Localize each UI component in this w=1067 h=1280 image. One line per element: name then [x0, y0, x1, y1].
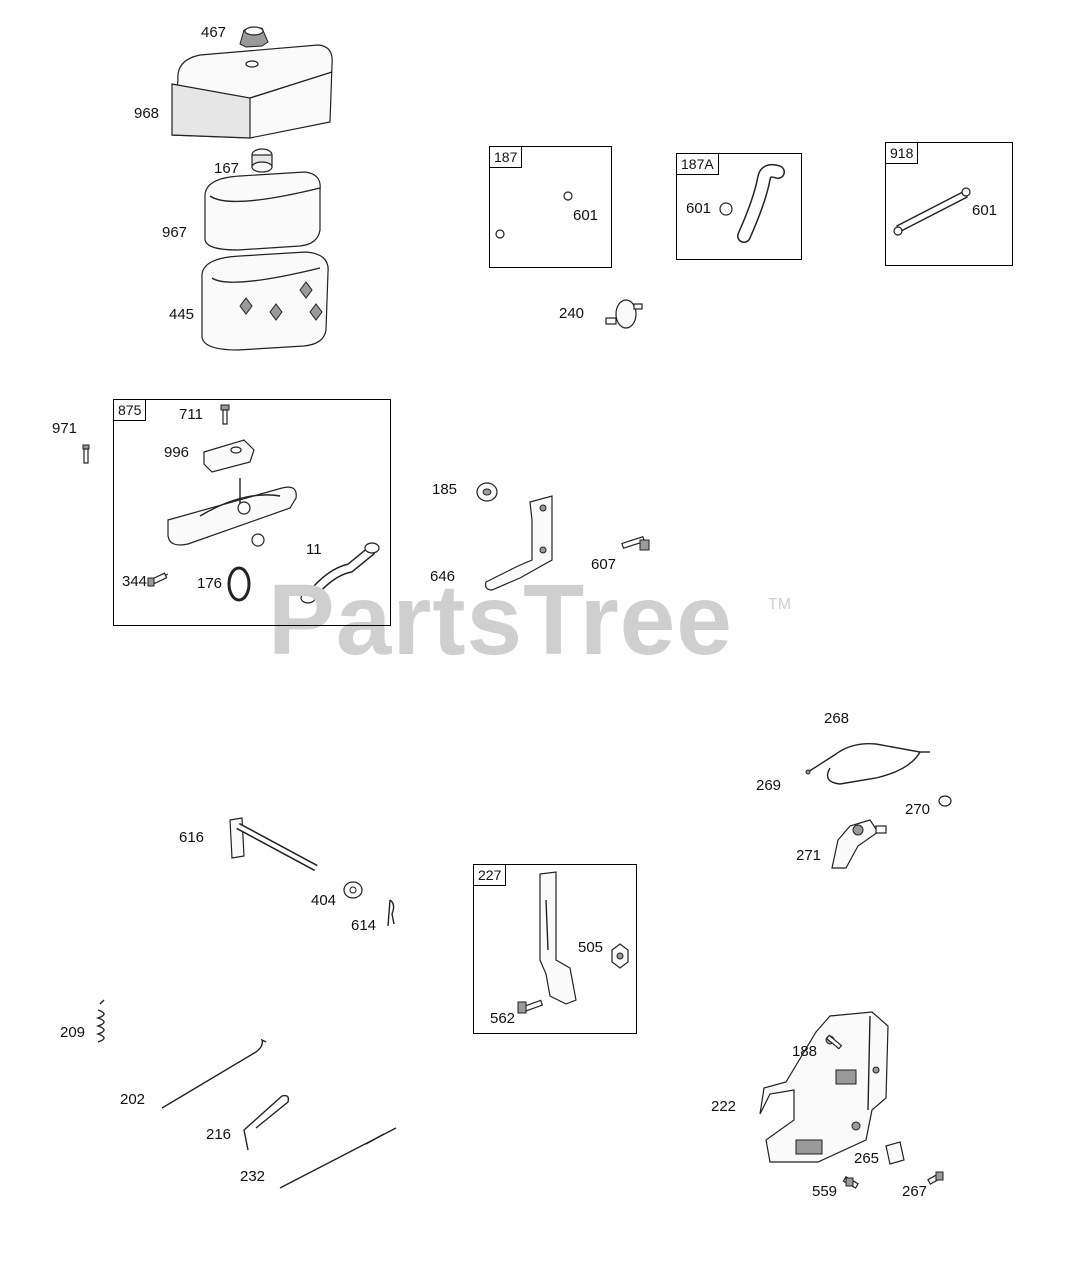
- part-271-clamp: [831, 819, 887, 869]
- part-607-screw: [621, 535, 650, 551]
- kit-box-187a: 187A: [676, 153, 802, 260]
- callout-996[interactable]: 996: [164, 444, 190, 461]
- callout-11[interactable]: 11: [306, 541, 322, 558]
- part-240-fuel-filter: [605, 299, 643, 329]
- callout-601[interactable]: 601: [972, 202, 998, 219]
- part-209-spring: [95, 999, 105, 1043]
- part-404-washer: [343, 881, 363, 899]
- callout-209[interactable]: 209: [60, 1024, 86, 1041]
- callout-601[interactable]: 601: [686, 200, 712, 217]
- callout-968[interactable]: 968: [134, 105, 160, 122]
- part-646-bracket: [485, 495, 553, 591]
- kit-box-tag: 875: [113, 399, 147, 421]
- callout-607[interactable]: 607: [591, 556, 617, 573]
- part-971-screw: [82, 444, 90, 464]
- kit-box-tag: 227: [473, 864, 507, 886]
- part-996-cap: [203, 439, 255, 473]
- part-265-clip: [885, 1141, 905, 1165]
- part-467-knob: [239, 26, 269, 48]
- callout-270[interactable]: 270: [905, 801, 931, 818]
- part-202-link: [161, 1038, 267, 1109]
- part-559-screw: [842, 1175, 859, 1189]
- callout-445[interactable]: 445: [169, 306, 195, 323]
- part-601-hose-a: [495, 191, 573, 239]
- part-614-pin: [387, 899, 395, 927]
- kit-box-918: 918: [885, 142, 1013, 266]
- callout-188[interactable]: 188: [792, 1043, 818, 1060]
- callout-646[interactable]: 646: [430, 568, 456, 585]
- callout-967[interactable]: 967: [162, 224, 188, 241]
- callout-222[interactable]: 222: [711, 1098, 737, 1115]
- callout-562[interactable]: 562: [490, 1010, 516, 1027]
- callout-176[interactable]: 176: [197, 575, 223, 592]
- part-505-nut: [611, 943, 629, 969]
- part-268-cable: [805, 743, 930, 785]
- callout-267[interactable]: 267: [902, 1183, 928, 1200]
- callout-467[interactable]: 467: [201, 24, 227, 41]
- callout-271[interactable]: 271: [796, 847, 822, 864]
- part-167-grommet: [251, 148, 273, 173]
- watermark-trademark: TM: [768, 596, 792, 613]
- callout-167[interactable]: 167: [214, 160, 240, 177]
- callout-185[interactable]: 185: [432, 481, 458, 498]
- kit-box-tag: 187: [489, 146, 523, 168]
- callout-202[interactable]: 202: [120, 1091, 146, 1108]
- callout-559[interactable]: 559: [812, 1183, 838, 1200]
- callout-232[interactable]: 232: [240, 1168, 266, 1185]
- kit-box-tag: 187A: [676, 153, 719, 175]
- part-562-screw: [517, 999, 544, 1014]
- part-616-shaft: [229, 817, 318, 872]
- watermark-brand: PartsTree: [268, 564, 733, 676]
- callout-268[interactable]: 268: [824, 710, 850, 727]
- part-445-filter: [201, 251, 329, 351]
- callout-616[interactable]: 616: [179, 829, 205, 846]
- part-187a-hose: [719, 163, 785, 243]
- kit-box-187: 187: [489, 146, 612, 268]
- callout-505[interactable]: 505: [578, 939, 604, 956]
- part-227-lever: [539, 871, 577, 1005]
- part-968-cover: [171, 44, 333, 139]
- part-188-screw: [825, 1034, 843, 1050]
- part-185-nut: [476, 482, 498, 502]
- callout-601[interactable]: 601: [573, 207, 599, 224]
- part-232-rod: [279, 1127, 397, 1189]
- part-222-bracket: [759, 1011, 889, 1163]
- part-270-nut: [938, 795, 952, 807]
- part-267-screw: [927, 1171, 944, 1185]
- part-216-link: [243, 1094, 290, 1151]
- callout-344[interactable]: 344: [122, 573, 148, 590]
- callout-971[interactable]: 971: [52, 420, 78, 437]
- callout-614[interactable]: 614: [351, 917, 377, 934]
- part-601-hose-c: [893, 187, 971, 236]
- callout-269[interactable]: 269: [756, 777, 782, 794]
- part-344-screw: [147, 572, 169, 587]
- part-176-oring: [227, 566, 251, 602]
- part-11-tube: [300, 542, 380, 604]
- part-875-base: [167, 478, 297, 547]
- part-967-precleaner: [204, 171, 321, 251]
- kit-box-tag: 918: [885, 142, 919, 164]
- kit-box-875: 875: [113, 399, 391, 626]
- part-711-screw: [220, 404, 230, 425]
- kit-box-227: 227: [473, 864, 637, 1034]
- callout-404[interactable]: 404: [311, 892, 337, 909]
- callout-711[interactable]: 711: [179, 406, 203, 423]
- callout-265[interactable]: 265: [854, 1150, 880, 1167]
- callout-216[interactable]: 216: [206, 1126, 232, 1143]
- callout-240[interactable]: 240: [559, 305, 585, 322]
